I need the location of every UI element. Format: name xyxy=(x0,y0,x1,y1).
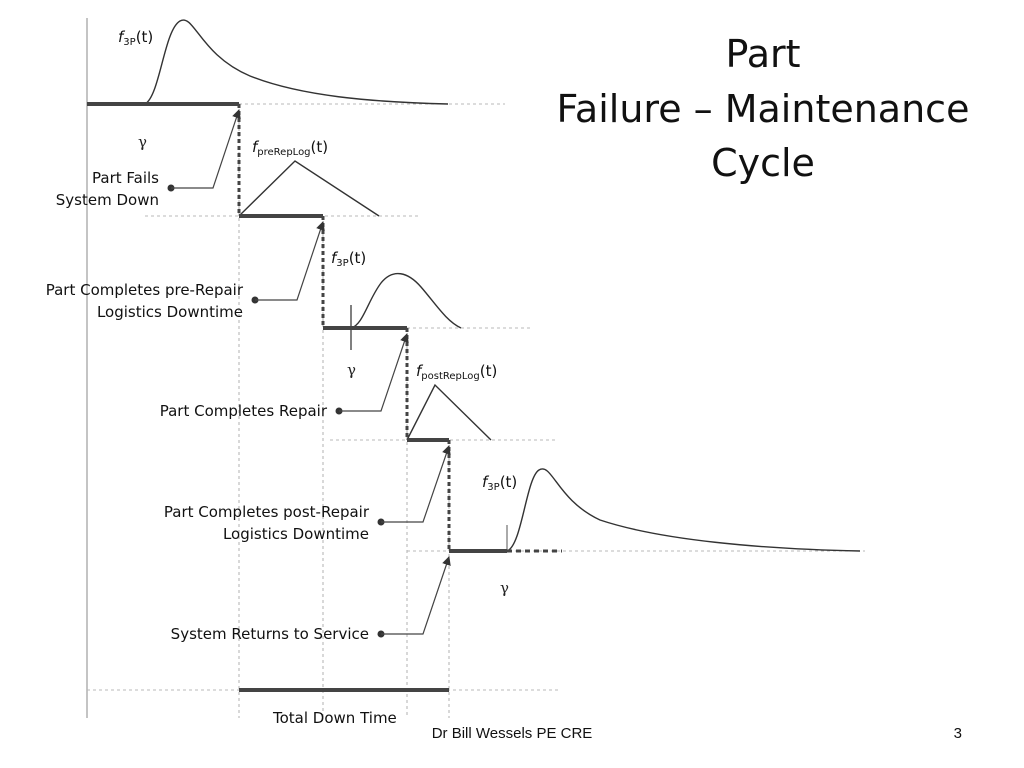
f-postreplog-label: fpostRepLog(t) xyxy=(416,362,497,382)
event-repair-arrow xyxy=(339,333,409,412)
event-part-fails-line1: Part Fails xyxy=(92,169,159,187)
footer-author: Dr Bill Wessels PE CRE xyxy=(432,725,593,742)
footer-page-number: 3 xyxy=(954,725,962,742)
slide-title-line1: Part xyxy=(725,32,800,76)
event-post-repair-line2: Logistics Downtime xyxy=(223,525,369,543)
f3p-curve-1 xyxy=(144,19,449,105)
gamma-label-2: γ xyxy=(347,361,356,379)
event-pre-repair-line2: Logistics Downtime xyxy=(97,303,243,321)
f-prereplog-label: fpreRepLog(t) xyxy=(252,138,328,158)
event-pre-repair-arrow xyxy=(255,221,325,301)
event-part-fails: Part Fails System Down xyxy=(56,109,241,209)
event-returns-line1: System Returns to Service xyxy=(171,625,369,643)
event-returns: System Returns to Service xyxy=(171,556,451,643)
pre-repair-triangle xyxy=(238,160,380,217)
event-pre-repair: Part Completes pre-Repair Logistics Down… xyxy=(46,221,325,321)
event-post-repair-line1: Part Completes post-Repair xyxy=(164,503,370,521)
slide-title-line3: Cycle xyxy=(711,141,815,185)
gamma-label-1: γ xyxy=(138,133,147,151)
event-returns-arrow xyxy=(381,556,451,635)
total-down-time-label: Total Down Time xyxy=(272,709,397,727)
event-part-fails-line2: System Down xyxy=(56,191,159,209)
event-repair-line1: Part Completes Repair xyxy=(160,402,328,420)
f3p-curve-3 xyxy=(506,468,861,552)
post-repair-triangle xyxy=(406,383,492,441)
f3p-label-3: f3P(t) xyxy=(482,473,517,493)
gamma-label-3: γ xyxy=(500,579,509,597)
slide-title-line2: Failure – Maintenance xyxy=(557,87,970,131)
event-post-repair-arrow xyxy=(381,445,451,523)
event-part-fails-arrow xyxy=(171,109,241,189)
f3p-label-1: f3P(t) xyxy=(118,28,153,48)
f3p-curve-2 xyxy=(350,273,462,329)
event-pre-repair-line1: Part Completes pre-Repair xyxy=(46,281,244,299)
event-repair: Part Completes Repair xyxy=(160,333,409,420)
event-post-repair: Part Completes post-Repair Logistics Dow… xyxy=(164,445,451,543)
f3p-label-2: f3P(t) xyxy=(331,249,366,269)
